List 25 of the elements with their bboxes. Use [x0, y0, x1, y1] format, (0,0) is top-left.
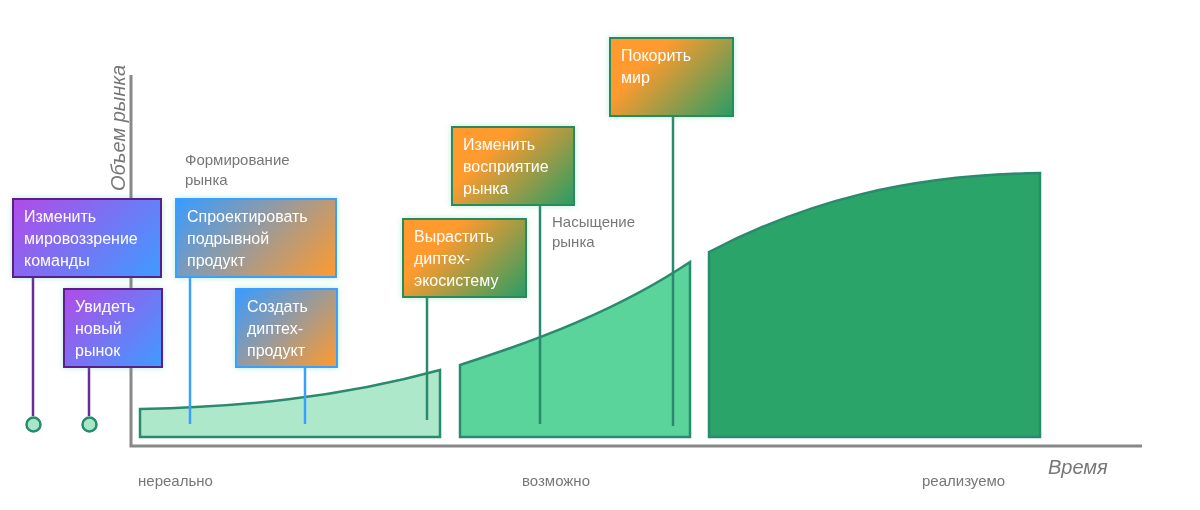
milestone-box: Изменить восприятие рынка — [451, 126, 575, 206]
leader-line — [425, 298, 429, 420]
leader-line — [188, 278, 192, 424]
leader-line — [671, 117, 675, 426]
milestone-box: Вырастить диптех-экосистему — [402, 218, 527, 298]
milestone-box: Спроектировать подрывной продукт — [175, 198, 337, 278]
scale-label: реализуемо — [922, 471, 1007, 491]
scale-label: нереально — [138, 471, 214, 491]
milestone-box: Создать диптех-продукт — [235, 288, 338, 368]
milestone-box: Изменить мировоззрение команды — [12, 198, 162, 278]
scale-label: возможно — [522, 471, 591, 491]
market-stage-area — [707, 171, 1042, 439]
leader-line — [31, 278, 35, 416]
leader-line — [538, 206, 542, 424]
market-stage-area — [138, 368, 442, 439]
leader-line — [303, 368, 307, 424]
stage-label: Насыщение рынка — [552, 212, 636, 252]
end-circle — [25, 416, 42, 433]
leader-line — [87, 368, 91, 416]
milestone-box: Увидеть новый рынок — [63, 288, 163, 368]
axis-title: Объем рынка — [108, 64, 129, 192]
stage-label: Формирование рынка — [185, 150, 291, 190]
end-circle — [81, 416, 98, 433]
milestone-box: Покорить мир — [609, 37, 734, 117]
axis-title: Время — [1048, 457, 1109, 477]
